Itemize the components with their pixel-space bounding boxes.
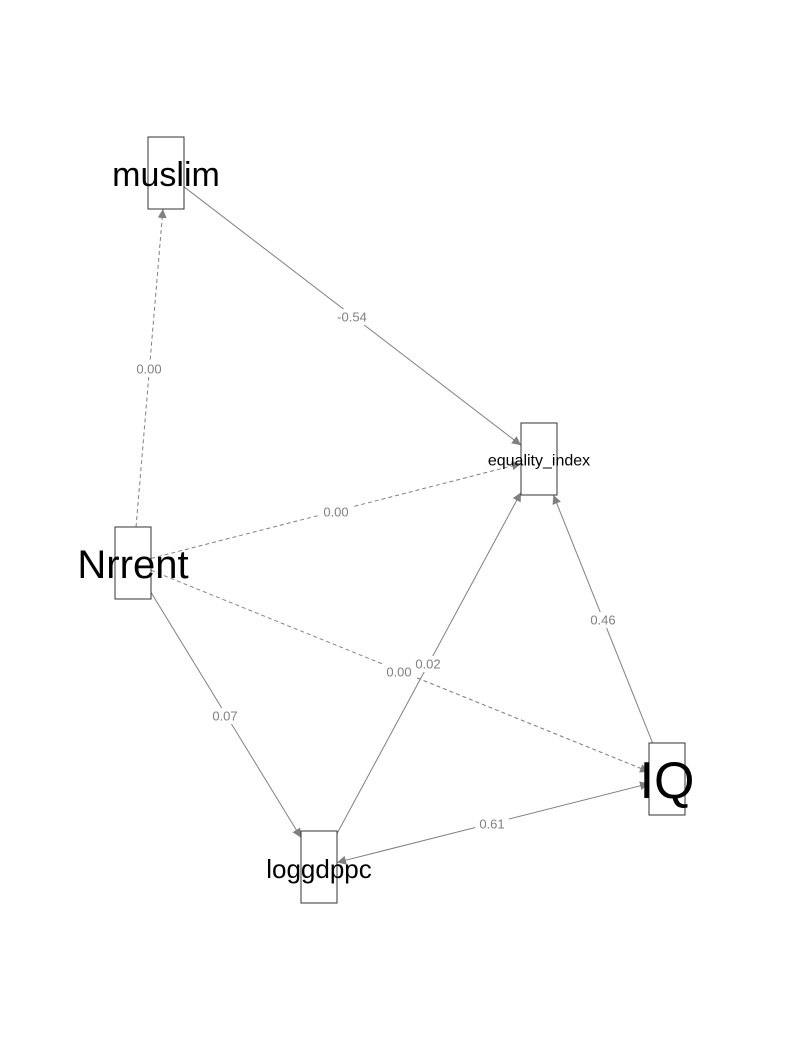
edge-label-background xyxy=(331,309,373,325)
edge-loggdppc-equality_index: 0.02 xyxy=(336,492,522,834)
edge-label-background xyxy=(586,612,620,628)
edge-muslim-equality_index: -0.54 xyxy=(183,186,522,446)
node-box xyxy=(147,136,185,210)
edge-label-background xyxy=(319,504,353,520)
edge-coefficient-label: -0.54 xyxy=(337,310,367,325)
node-box xyxy=(114,526,152,600)
node-loggdppc: loggdppc xyxy=(266,830,372,904)
edge-label-background xyxy=(411,656,445,672)
edges-layer: -0.54 0.00 0.00 0.00 0.07 0.02 0.46 0.61 xyxy=(132,186,654,865)
node-Nrrent: Nrrent xyxy=(77,526,189,600)
edge-coefficient-label: 0.00 xyxy=(323,505,348,520)
node-muslim: muslim xyxy=(112,136,220,210)
node-label: Nrrent xyxy=(77,543,188,587)
edge-Nrrent-IQ: 0.00 xyxy=(150,569,650,773)
node-label: muslim xyxy=(112,156,220,194)
node-box xyxy=(520,422,558,496)
node-label: equality_index xyxy=(488,453,590,470)
edge-Nrrent-equality_index: 0.00 xyxy=(150,461,522,559)
edge-coefficient-label: 0.02 xyxy=(415,657,440,672)
node-box xyxy=(648,742,686,816)
node-IQ: IQ xyxy=(640,742,695,816)
node-label: loggdppc xyxy=(266,854,372,884)
edge-label-background xyxy=(132,361,166,377)
edge-label-background xyxy=(475,816,509,832)
edge-coefficient-label: 0.61 xyxy=(479,817,504,832)
edge-Nrrent-loggdppc: 0.07 xyxy=(150,592,302,838)
node-box xyxy=(300,830,338,904)
edge-coefficient-label: 0.00 xyxy=(136,362,161,377)
edge-label-background xyxy=(208,708,242,724)
edge-coefficient-label: 0.46 xyxy=(590,613,615,628)
edge-IQ-loggdppc: 0.61 xyxy=(336,781,650,865)
edge-Nrrent-muslim: 0.00 xyxy=(132,208,167,528)
node-label: IQ xyxy=(640,752,695,810)
node-equality_index: equality_index xyxy=(488,422,590,496)
edge-coefficient-label: 0.00 xyxy=(386,665,411,680)
edge-label-background xyxy=(382,664,416,680)
edge-coefficient-label: 0.07 xyxy=(212,709,237,724)
edge-IQ-equality_index: 0.46 xyxy=(552,494,654,744)
